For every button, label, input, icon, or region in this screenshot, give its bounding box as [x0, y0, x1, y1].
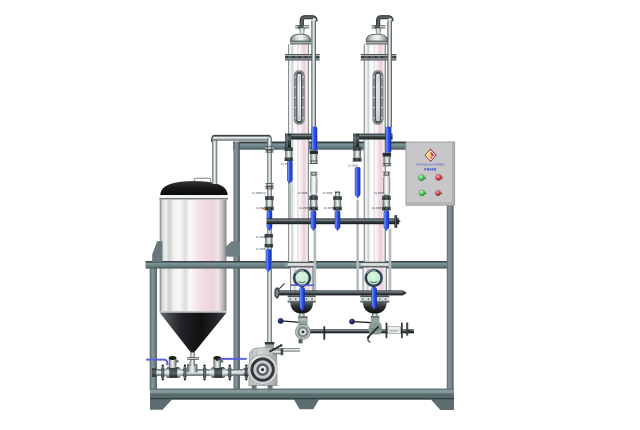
- svg-text:1C-15DB: 1C-15DB: [256, 248, 266, 251]
- svg-text:1C-15DB: 1C-15DB: [256, 236, 266, 239]
- svg-text:1C-15DB: 1C-15DB: [256, 207, 266, 210]
- svg-text:1C-15DB: 1C-15DB: [299, 207, 309, 210]
- svg-text:1C-15DB: 1C-15DB: [374, 192, 384, 195]
- svg-text:1C-15DB C8: 1C-15DB C8: [252, 192, 266, 195]
- svg-text:1C-15DB: 1C-15DB: [348, 165, 358, 168]
- svg-text:1C-15DB: 1C-15DB: [298, 192, 308, 195]
- svg-text:1C-15DB: 1C-15DB: [324, 207, 334, 210]
- svg-text:1C-15DB: 1C-15DB: [323, 192, 333, 195]
- svg-text:1C-15DB: 1C-15DB: [281, 163, 291, 166]
- svg-text:1C-15DB: 1C-15DB: [372, 207, 382, 210]
- svg-text:SHANGHAI·FANBO: SHANGHAI·FANBO: [416, 162, 445, 166]
- svg-text:FBHB: FBHB: [424, 167, 437, 171]
